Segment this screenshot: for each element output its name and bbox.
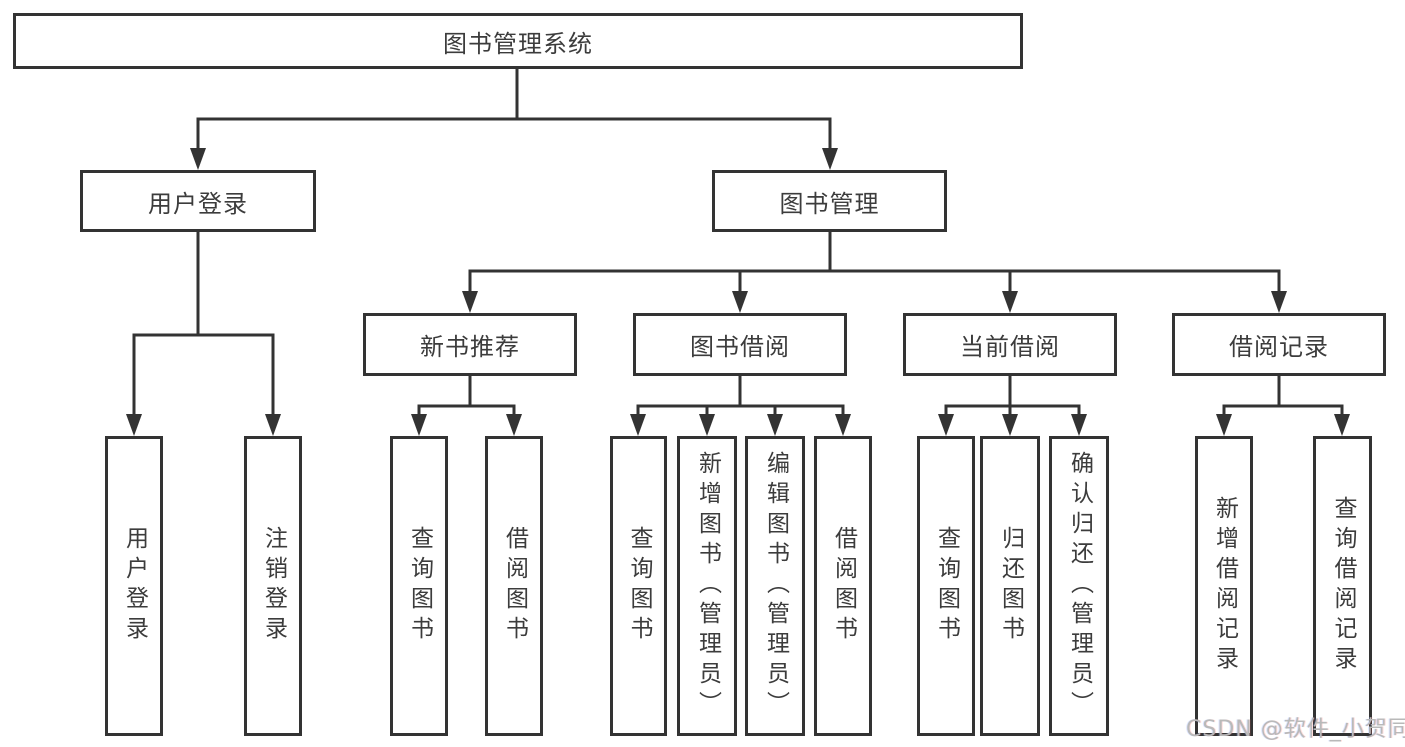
leaf-edit-books-admin-label: 编辑图书（管理员）	[762, 451, 789, 721]
leaf-add-books-admin: 新增图书（管理员）	[677, 436, 737, 736]
connector-root-to-level2	[190, 68, 838, 170]
leaf-query-books-1: 查询图书	[390, 436, 448, 736]
leaf-borrow-books-2-label: 借阅图书	[830, 526, 857, 646]
leaf-return-books: 归还图书	[980, 436, 1040, 736]
leaf-query-books-3-label: 查询图书	[933, 526, 960, 646]
csdn-watermark: CSDN @软件_小贺同学	[1186, 717, 1405, 742]
leaf-add-borrow-record-label: 新增借阅记录	[1211, 496, 1238, 676]
leaf-query-books-2: 查询图书	[610, 436, 667, 736]
node-new-book-recommend: 新书推荐	[363, 313, 577, 376]
node-borrowing-records: 借阅记录	[1172, 313, 1386, 376]
connector-book-management-children	[462, 232, 1287, 313]
leaf-query-books-1-label: 查询图书	[406, 526, 433, 646]
connector-user-login-children	[126, 232, 281, 436]
node-current-borrowing: 当前借阅	[903, 313, 1117, 376]
node-book-management: 图书管理	[712, 170, 947, 232]
connector-new-book-recommend-children	[411, 376, 522, 436]
leaf-confirm-return-admin-label: 确认归还（管理员）	[1066, 451, 1093, 721]
connector-borrowing-records-children	[1216, 376, 1350, 436]
leaf-user-login: 用户登录	[105, 436, 163, 736]
leaf-add-books-admin-label: 新增图书（管理员）	[694, 451, 721, 721]
leaf-add-borrow-record: 新增借阅记录	[1195, 436, 1253, 736]
leaf-borrow-books-1: 借阅图书	[485, 436, 543, 736]
leaf-logout: 注销登录	[244, 436, 302, 736]
leaf-return-books-label: 归还图书	[997, 526, 1024, 646]
node-user-login: 用户登录	[80, 170, 316, 232]
leaf-user-login-label: 用户登录	[121, 526, 148, 646]
connector-book-borrowing-children	[630, 376, 851, 436]
leaf-logout-label: 注销登录	[260, 526, 287, 646]
leaf-query-books-2-label: 查询图书	[626, 526, 652, 646]
leaf-edit-books-admin: 编辑图书（管理员）	[745, 436, 805, 736]
node-book-borrowing: 图书借阅	[633, 313, 847, 376]
leaf-borrow-books-2: 借阅图书	[814, 436, 872, 736]
leaf-borrow-books-1-label: 借阅图书	[501, 526, 528, 646]
leaf-query-borrow-record: 查询借阅记录	[1313, 436, 1372, 736]
node-library-management-system: 图书管理系统	[13, 13, 1023, 69]
leaf-confirm-return-admin: 确认归还（管理员）	[1049, 436, 1109, 736]
leaf-query-books-3: 查询图书	[917, 436, 975, 736]
connector-current-borrowing-children	[938, 376, 1087, 436]
leaf-query-borrow-record-label: 查询借阅记录	[1330, 496, 1356, 676]
